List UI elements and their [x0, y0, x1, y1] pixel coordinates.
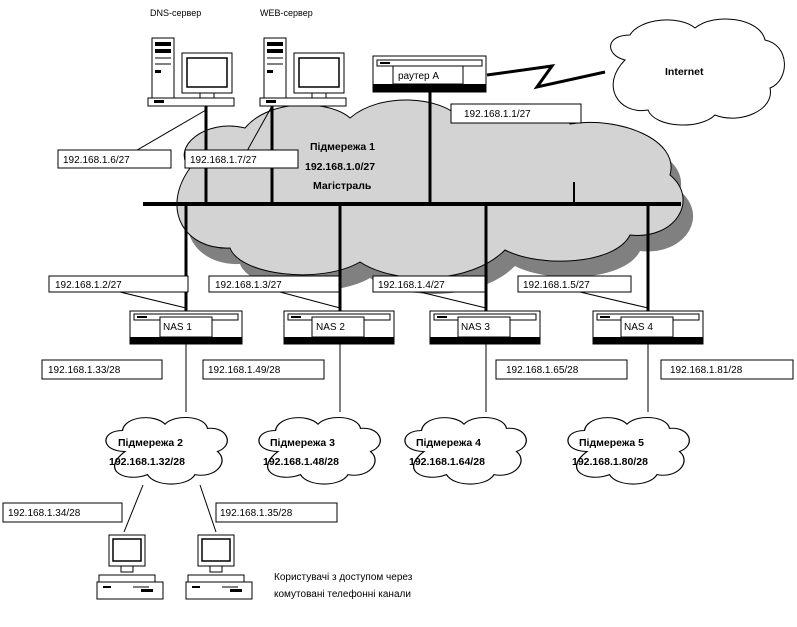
web-ip-box — [184, 149, 299, 169]
nas3-label: NAS 3 — [461, 322, 490, 333]
nas4-downlink-ip: 192.168.1.81/28 — [670, 365, 743, 376]
nas1-downlink-box — [41, 359, 163, 380]
web-server-label: WEB-сервер — [260, 8, 313, 18]
web-server-icon — [259, 37, 347, 107]
nas2-downlink-ip: 192.168.1.49/28 — [208, 365, 281, 376]
internet-label: Internet — [665, 66, 704, 78]
nas4-label: NAS 4 — [624, 322, 653, 333]
subnet4-cloud — [404, 416, 527, 485]
dns-server-icon — [147, 37, 235, 107]
users-caption-line2: комутовані телефонні канали — [274, 588, 411, 600]
nas3-uplink-ip: 192.168.1.4/27 — [378, 280, 445, 291]
pc1-link — [123, 484, 144, 533]
nas4-uplink-ip: 192.168.1.5/27 — [523, 280, 590, 291]
users-caption-line1: Користувачі з доступом через — [274, 572, 413, 583]
nas4-uplink-box — [517, 275, 632, 293]
nas2-label: NAS 2 — [316, 322, 345, 333]
nas3-downlink-ip: 192.168.1.65/28 — [506, 365, 579, 376]
subnet3-net: 192.168.1.48/28 — [263, 456, 339, 468]
nas2-uplink-box — [208, 275, 340, 293]
nas4-downlink-box — [660, 359, 794, 380]
pc1-ip-box — [2, 502, 123, 523]
pc2-ip-box — [215, 502, 338, 523]
backbone-name: Підмережа 1 — [310, 141, 375, 153]
subnet5-cloud — [567, 416, 690, 485]
pc1-ip: 192.168.1.34/28 — [8, 508, 81, 519]
subnet5-net: 192.168.1.80/28 — [572, 456, 648, 468]
nas1-label: NAS 1 — [163, 322, 192, 333]
nas4-device — [592, 310, 704, 345]
backbone-desc: Магістраль — [313, 180, 372, 192]
nas3-downlink-box — [495, 359, 628, 380]
dns-ip-box — [57, 149, 172, 169]
dns-server-label: DNS-сервер — [150, 8, 201, 18]
subnet4-name: Підмережа 4 — [416, 437, 481, 449]
subnet3-name: Підмережа 3 — [270, 437, 335, 449]
nas2-uplink-ip: 192.168.1.3/27 — [215, 280, 282, 291]
nas1-uplink-ip: 192.168.1.2/27 — [55, 280, 122, 291]
pc2-link — [199, 484, 217, 533]
subnet2-name: Підмережа 2 — [118, 437, 183, 449]
backbone-net: 192.168.1.0/27 — [305, 161, 375, 173]
nas1-downlink-ip: 192.168.1.33/28 — [48, 365, 121, 376]
router-ip: 192.168.1.1/27 — [464, 109, 531, 120]
subnet3-cloud — [258, 416, 381, 485]
subnet4-net: 192.168.1.64/28 — [409, 456, 485, 468]
web-ip: 192.168.1.7/27 — [190, 155, 257, 166]
router-label: раутер А — [398, 71, 439, 82]
dns-ip: 192.168.1.6/27 — [63, 155, 130, 166]
nas3-device — [429, 310, 541, 345]
subnet2-cloud — [105, 416, 228, 485]
nas2-device — [283, 310, 395, 345]
router-a — [372, 55, 487, 93]
nas1-device — [129, 310, 243, 345]
subnet2-net: 192.168.1.32/28 — [109, 456, 185, 468]
user-pc1-icon — [96, 534, 164, 600]
wan-link — [486, 64, 606, 90]
nas1-uplink-box — [48, 275, 189, 293]
subnet5-name: Підмережа 5 — [579, 437, 644, 449]
pc2-ip: 192.168.1.35/28 — [220, 508, 293, 519]
router-ip-box — [450, 103, 582, 124]
user-pc2-icon — [185, 534, 253, 600]
nas3-uplink-box — [372, 275, 486, 293]
nas2-downlink-box — [202, 359, 325, 380]
internet-cloud — [610, 18, 785, 126]
